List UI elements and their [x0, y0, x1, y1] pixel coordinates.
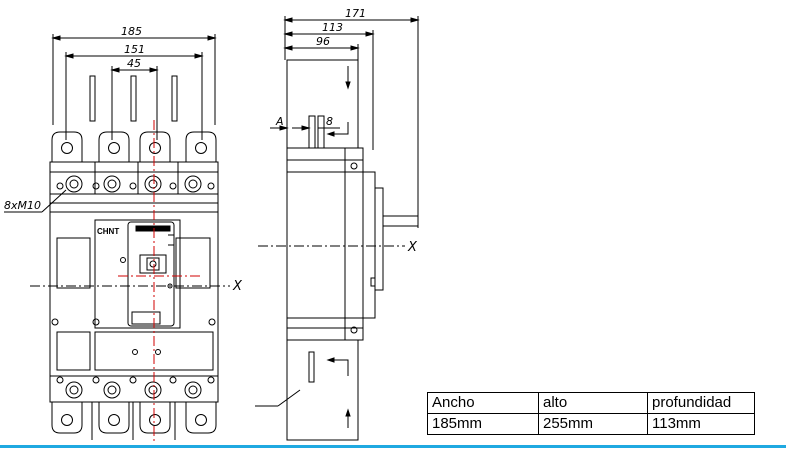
dim-171: 171 [345, 7, 366, 20]
dim-96: 96 [316, 35, 330, 48]
dim-a: A [275, 115, 284, 128]
table-header-width: Ancho [427, 392, 539, 414]
dim-185: 185 [121, 25, 142, 38]
front-view [4, 34, 219, 440]
dim-8: 8 [326, 115, 333, 128]
dim-45: 45 [127, 57, 141, 70]
axis-lines [30, 245, 405, 287]
table-row: 185mm 255mm 113mm [427, 413, 755, 435]
thread-spec-label: 8xM10 [4, 199, 41, 212]
table-cell-depth: 113mm [647, 413, 755, 435]
accent-divider [0, 445, 786, 448]
dimensions-table: Ancho alto profundidad 185mm 255mm 113mm [427, 392, 755, 435]
dim-151: 151 [124, 43, 145, 56]
front-axis-x-label: X [232, 279, 243, 294]
dim-113: 113 [322, 21, 343, 34]
side-view [255, 16, 420, 441]
table-header-row: Ancho alto profundidad [427, 392, 755, 414]
side-axis-x-label: X [407, 240, 418, 255]
front-center-lines [118, 120, 200, 442]
table-header-depth: profundidad [647, 392, 755, 414]
table-cell-height: 255mm [538, 413, 648, 435]
table-header-height: alto [538, 392, 648, 414]
brand-logo: CHNT [97, 227, 119, 236]
table-cell-width: 185mm [427, 413, 539, 435]
